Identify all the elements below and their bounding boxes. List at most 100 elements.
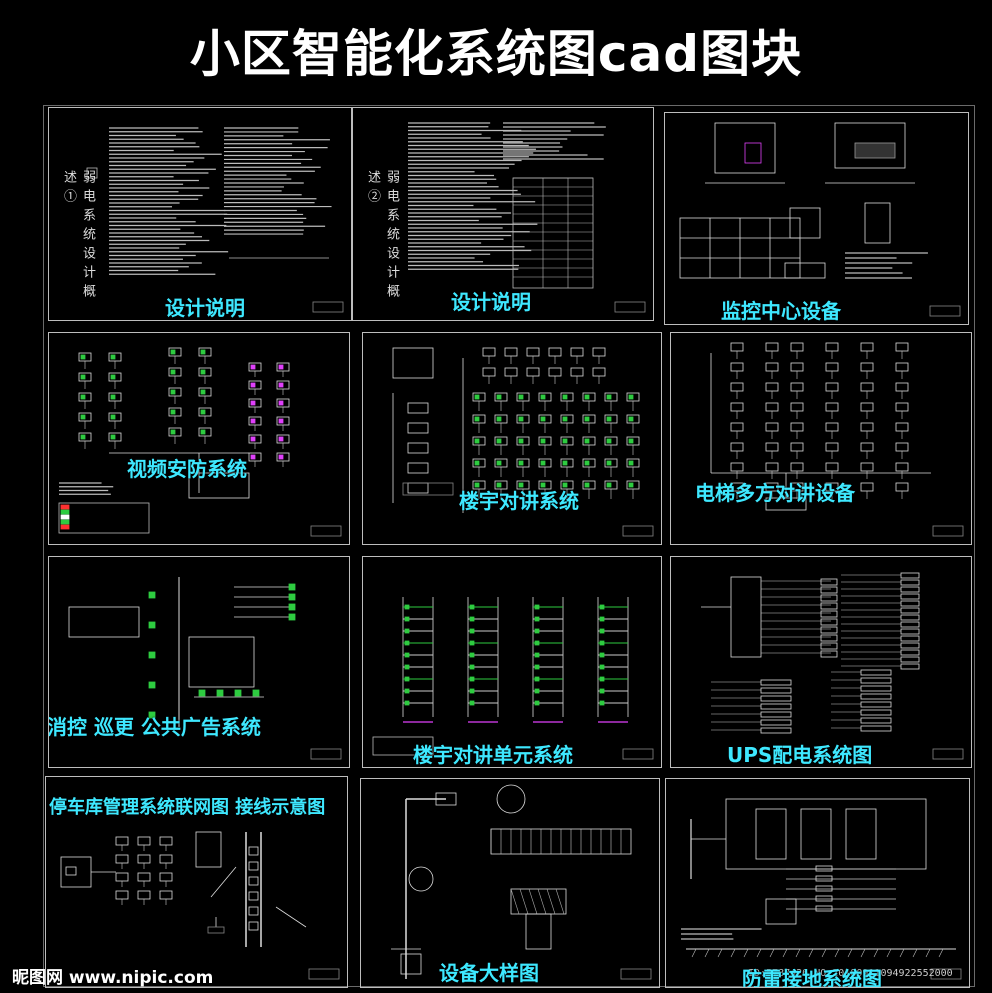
cad-line-work — [278, 364, 284, 370]
cad-line-work — [80, 374, 86, 380]
cad-line-work — [510, 888, 520, 915]
cad-line-work — [526, 347, 540, 357]
cad-line-work — [474, 460, 480, 466]
cad-line-work — [925, 948, 931, 958]
cad-line-work — [115, 890, 129, 900]
cad-line-work — [790, 402, 804, 412]
panel-caption: 监控中心设备 — [721, 299, 841, 323]
cad-line-work — [534, 688, 540, 694]
cad-line-work — [562, 460, 568, 466]
cad-line-work — [873, 948, 879, 958]
cad-line-work — [760, 687, 792, 694]
cad-line-work — [760, 727, 792, 734]
cad-line-work — [407, 442, 429, 454]
cad-line-work — [408, 866, 434, 892]
panel-lightning-grounding[interactable]: 防雷接地系统图 — [665, 778, 970, 988]
cad-line-work — [860, 402, 874, 412]
cad-line-work — [790, 362, 804, 372]
panel-caption: 防雷接地系统图 — [742, 967, 882, 988]
cad-line-work — [628, 394, 634, 400]
cad-line-work — [188, 636, 255, 688]
panel-monitoring-center[interactable]: 监控中心设备 — [664, 112, 969, 325]
cad-line-work — [159, 872, 173, 882]
drawing-video-security — [58, 347, 342, 537]
cad-line-work — [250, 400, 256, 406]
cad-line-work — [252, 689, 260, 697]
panel-design-notes-2[interactable]: 弱电系统设计概述② 设计说明 — [352, 107, 654, 321]
cad-line-work — [496, 784, 526, 814]
panel-parking-management[interactable]: 停车库管理系统联网图 接线示意图 — [45, 776, 348, 988]
cad-line-work — [570, 347, 584, 357]
cad-line-work — [620, 968, 652, 980]
cad-line-work — [900, 642, 920, 649]
cad-line-work — [860, 677, 892, 684]
cad-line-work — [504, 367, 518, 377]
cad-line-work — [744, 142, 762, 164]
cad-line-work — [900, 593, 920, 600]
cad-line-work — [537, 888, 547, 915]
panel-video-security[interactable]: 视频安防系统 — [48, 332, 350, 545]
cad-line-work — [496, 416, 502, 422]
cad-line-work — [900, 628, 920, 635]
cad-line-work — [546, 888, 556, 915]
cad-line-work — [825, 442, 839, 452]
drawing-parking-management — [60, 831, 340, 980]
panel-ups-distribution[interactable]: UPS配电系统图 — [670, 556, 972, 768]
cad-line-work — [288, 613, 296, 621]
cad-line-work — [730, 342, 744, 352]
cad-line-work — [825, 342, 839, 352]
cad-line-work — [900, 572, 920, 579]
cad-line-work — [790, 342, 804, 352]
cad-line-work — [765, 362, 779, 372]
cad-line-work — [825, 422, 839, 432]
cad-line-work — [159, 854, 173, 864]
cad-line-work — [790, 442, 804, 452]
cad-line-work — [137, 890, 151, 900]
cad-line-work — [407, 482, 429, 494]
cad-line-work — [469, 652, 475, 658]
cad-line-work — [469, 628, 475, 634]
cad-line-work — [200, 389, 206, 395]
panel-elevator-intercom[interactable]: 电梯多方对讲设备 — [670, 332, 972, 545]
cad-line-work — [860, 382, 874, 392]
cad-line-work — [730, 576, 762, 658]
cad-line-work — [760, 695, 792, 702]
cad-line-work — [854, 142, 896, 159]
panel-caption: 楼宇对讲单元系统 — [413, 743, 573, 767]
cad-line-work — [372, 736, 434, 756]
cad-line-work — [80, 394, 86, 400]
cad-line-work — [815, 905, 833, 912]
cad-line-work — [80, 414, 86, 420]
cad-line-work — [628, 438, 634, 444]
cad-line-work — [278, 454, 284, 460]
cad-line-work — [784, 262, 826, 279]
cad-line-work — [60, 504, 70, 510]
cad-line-work — [622, 748, 654, 760]
cad-line-work — [895, 402, 909, 412]
cad-line-work — [308, 968, 340, 980]
cad-line-work — [278, 418, 284, 424]
cad-line-work — [115, 854, 129, 864]
cad-line-work — [562, 394, 568, 400]
cad-line-work — [288, 593, 296, 601]
cad-line-work — [198, 689, 206, 697]
panel-intercom-unit[interactable]: 楼宇对讲单元系统 — [362, 556, 662, 768]
panel-equipment-details[interactable]: 设备大样图 — [360, 778, 660, 988]
sheet-frame — [43, 105, 975, 987]
cad-line-work — [404, 700, 410, 706]
panel-fire-patrol-broadcast[interactable]: 消控 巡更 公共广告系统 — [48, 556, 350, 768]
cad-line-work — [548, 347, 562, 357]
panel-building-intercom[interactable]: 楼宇对讲系统 — [362, 332, 662, 545]
cad-line-work — [60, 519, 70, 525]
cad-line-work — [534, 652, 540, 658]
cad-line-work — [847, 948, 853, 958]
cad-line-work — [845, 808, 877, 860]
cad-line-work — [496, 438, 502, 444]
cad-line-work — [730, 422, 744, 432]
panel-design-notes-1[interactable]: 弱电系统设计概述① 设计说明 — [48, 107, 352, 321]
cad-line-work — [504, 347, 518, 357]
cad-line-work — [886, 948, 892, 958]
cad-line-work — [815, 865, 833, 872]
watermark-site: 昵图网 www.nipic.com — [12, 968, 214, 988]
cad-line-work — [584, 438, 590, 444]
